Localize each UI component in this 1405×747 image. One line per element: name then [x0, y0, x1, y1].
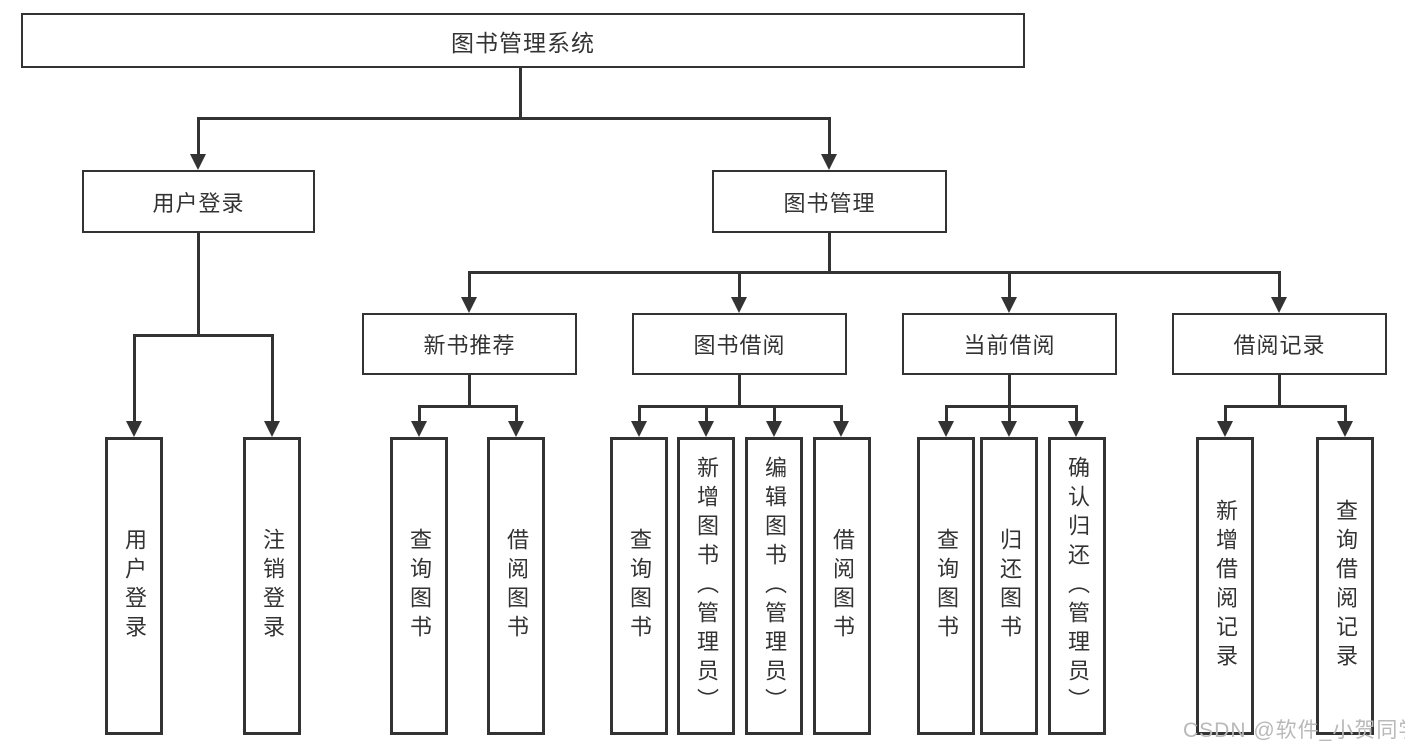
- connector-line: [468, 271, 471, 299]
- leaf-add-borrow-record: 新增借阅记录: [1196, 437, 1254, 735]
- connector-line: [828, 233, 831, 274]
- connector-line: [418, 405, 421, 423]
- connector-arrow-icon: [1271, 297, 1287, 313]
- connector-arrow-icon: [1217, 421, 1233, 437]
- connector-line: [738, 375, 741, 408]
- node-library-system: 图书管理系统: [21, 13, 1025, 68]
- connector-line: [638, 405, 641, 423]
- connector-line: [945, 405, 1078, 408]
- connector-line: [418, 405, 518, 408]
- leaf-query-books-recommend: 查询图书: [390, 437, 448, 735]
- connector-arrow-icon: [631, 421, 647, 437]
- node-current-borrow: 当前借阅: [902, 313, 1117, 375]
- leaf-confirm-return-admin: 确认归还（管理员）: [1048, 437, 1106, 735]
- leaf-edit-book-admin-label: 编辑图书（管理员）: [762, 455, 787, 717]
- connector-arrow-icon: [264, 421, 280, 437]
- leaf-query-borrow-record: 查询借阅记录: [1316, 437, 1374, 735]
- connector-line: [271, 334, 274, 423]
- connector-line: [1008, 271, 1011, 299]
- connector-line: [1008, 405, 1011, 423]
- node-library-system-label: 图书管理系统: [451, 29, 595, 56]
- connector-line: [197, 117, 831, 120]
- leaf-borrow-books-borrow: 借阅图书: [813, 437, 871, 735]
- leaf-query-borrow-record-label: 查询借阅记录: [1333, 499, 1358, 673]
- connector-arrow-icon: [126, 421, 142, 437]
- connector-line: [840, 405, 843, 423]
- leaf-query-books-current: 查询图书: [917, 437, 975, 735]
- connector-line: [945, 405, 948, 423]
- connector-arrow-icon: [821, 154, 837, 170]
- connector-line: [515, 405, 518, 423]
- connector-arrow-icon: [1001, 421, 1017, 437]
- connector-line: [519, 66, 522, 118]
- connector-line: [1224, 405, 1346, 408]
- node-book-management: 图书管理: [712, 170, 947, 233]
- node-book-management-label: 图书管理: [783, 190, 876, 216]
- leaf-logout-label: 注销登录: [260, 528, 285, 644]
- connector-arrow-icon: [190, 154, 206, 170]
- connector-line: [773, 405, 776, 423]
- leaf-borrow-books-recommend-label: 借阅图书: [504, 528, 529, 644]
- connector-line: [738, 271, 741, 299]
- connector-line: [705, 405, 708, 423]
- leaf-confirm-return-admin-label: 确认归还（管理员）: [1065, 455, 1090, 717]
- node-book-borrow-label: 图书借阅: [693, 333, 786, 358]
- connector-arrow-icon: [698, 421, 714, 437]
- connector-arrow-icon: [1068, 421, 1084, 437]
- connector-line: [468, 375, 471, 408]
- connector-arrow-icon: [411, 421, 427, 437]
- connector-line: [468, 271, 1281, 274]
- connector-line: [638, 405, 843, 408]
- connector-arrow-icon: [833, 421, 849, 437]
- leaf-add-book-admin-label: 新增图书（管理员）: [694, 455, 719, 717]
- leaf-add-borrow-record-label: 新增借阅记录: [1213, 499, 1238, 673]
- node-current-borrow-label: 当前借阅: [963, 333, 1056, 358]
- connector-line: [1008, 375, 1011, 408]
- connector-line: [1278, 271, 1281, 299]
- leaf-query-books-current-label: 查询图书: [934, 528, 959, 644]
- leaf-query-books-borrow: 查询图书: [610, 437, 668, 735]
- connector-line: [197, 117, 200, 156]
- connector-line: [133, 334, 136, 423]
- node-new-book-recommend-label: 新书推荐: [423, 333, 516, 358]
- connector-arrow-icon: [1337, 421, 1353, 437]
- node-borrow-records-label: 借阅记录: [1233, 333, 1326, 358]
- node-user-login: 用户登录: [82, 170, 315, 233]
- connector-arrow-icon: [766, 421, 782, 437]
- connector-arrow-icon: [461, 297, 477, 313]
- leaf-query-books-recommend-label: 查询图书: [407, 528, 432, 644]
- node-borrow-records: 借阅记录: [1172, 313, 1387, 375]
- connector-line: [197, 233, 200, 337]
- connector-line: [828, 117, 831, 156]
- leaf-return-book-label: 归还图书: [997, 528, 1022, 644]
- node-user-login-label: 用户登录: [152, 190, 245, 216]
- connector-arrow-icon: [508, 421, 524, 437]
- leaf-query-books-borrow-label: 查询图书: [627, 528, 652, 644]
- leaf-user-login-label: 用户登录: [122, 528, 147, 644]
- leaf-return-book: 归还图书: [980, 437, 1038, 735]
- connector-line: [1075, 405, 1078, 423]
- leaf-edit-book-admin: 编辑图书（管理员）: [745, 437, 803, 735]
- connector-line: [133, 334, 274, 337]
- leaf-borrow-books-recommend: 借阅图书: [487, 437, 545, 735]
- leaf-borrow-books-borrow-label: 借阅图书: [830, 528, 855, 644]
- leaf-add-book-admin: 新增图书（管理员）: [677, 437, 735, 735]
- connector-line: [1278, 375, 1281, 408]
- connector-line: [1344, 405, 1347, 423]
- connector-arrow-icon: [938, 421, 954, 437]
- node-new-book-recommend: 新书推荐: [362, 313, 577, 375]
- connector-line: [1224, 405, 1227, 423]
- watermark: CSDN @软件_小贺同学: [1183, 719, 1405, 742]
- node-book-borrow: 图书借阅: [632, 313, 847, 375]
- leaf-user-login: 用户登录: [105, 437, 163, 735]
- connector-arrow-icon: [731, 297, 747, 313]
- connector-arrow-icon: [1001, 297, 1017, 313]
- leaf-logout: 注销登录: [243, 437, 301, 735]
